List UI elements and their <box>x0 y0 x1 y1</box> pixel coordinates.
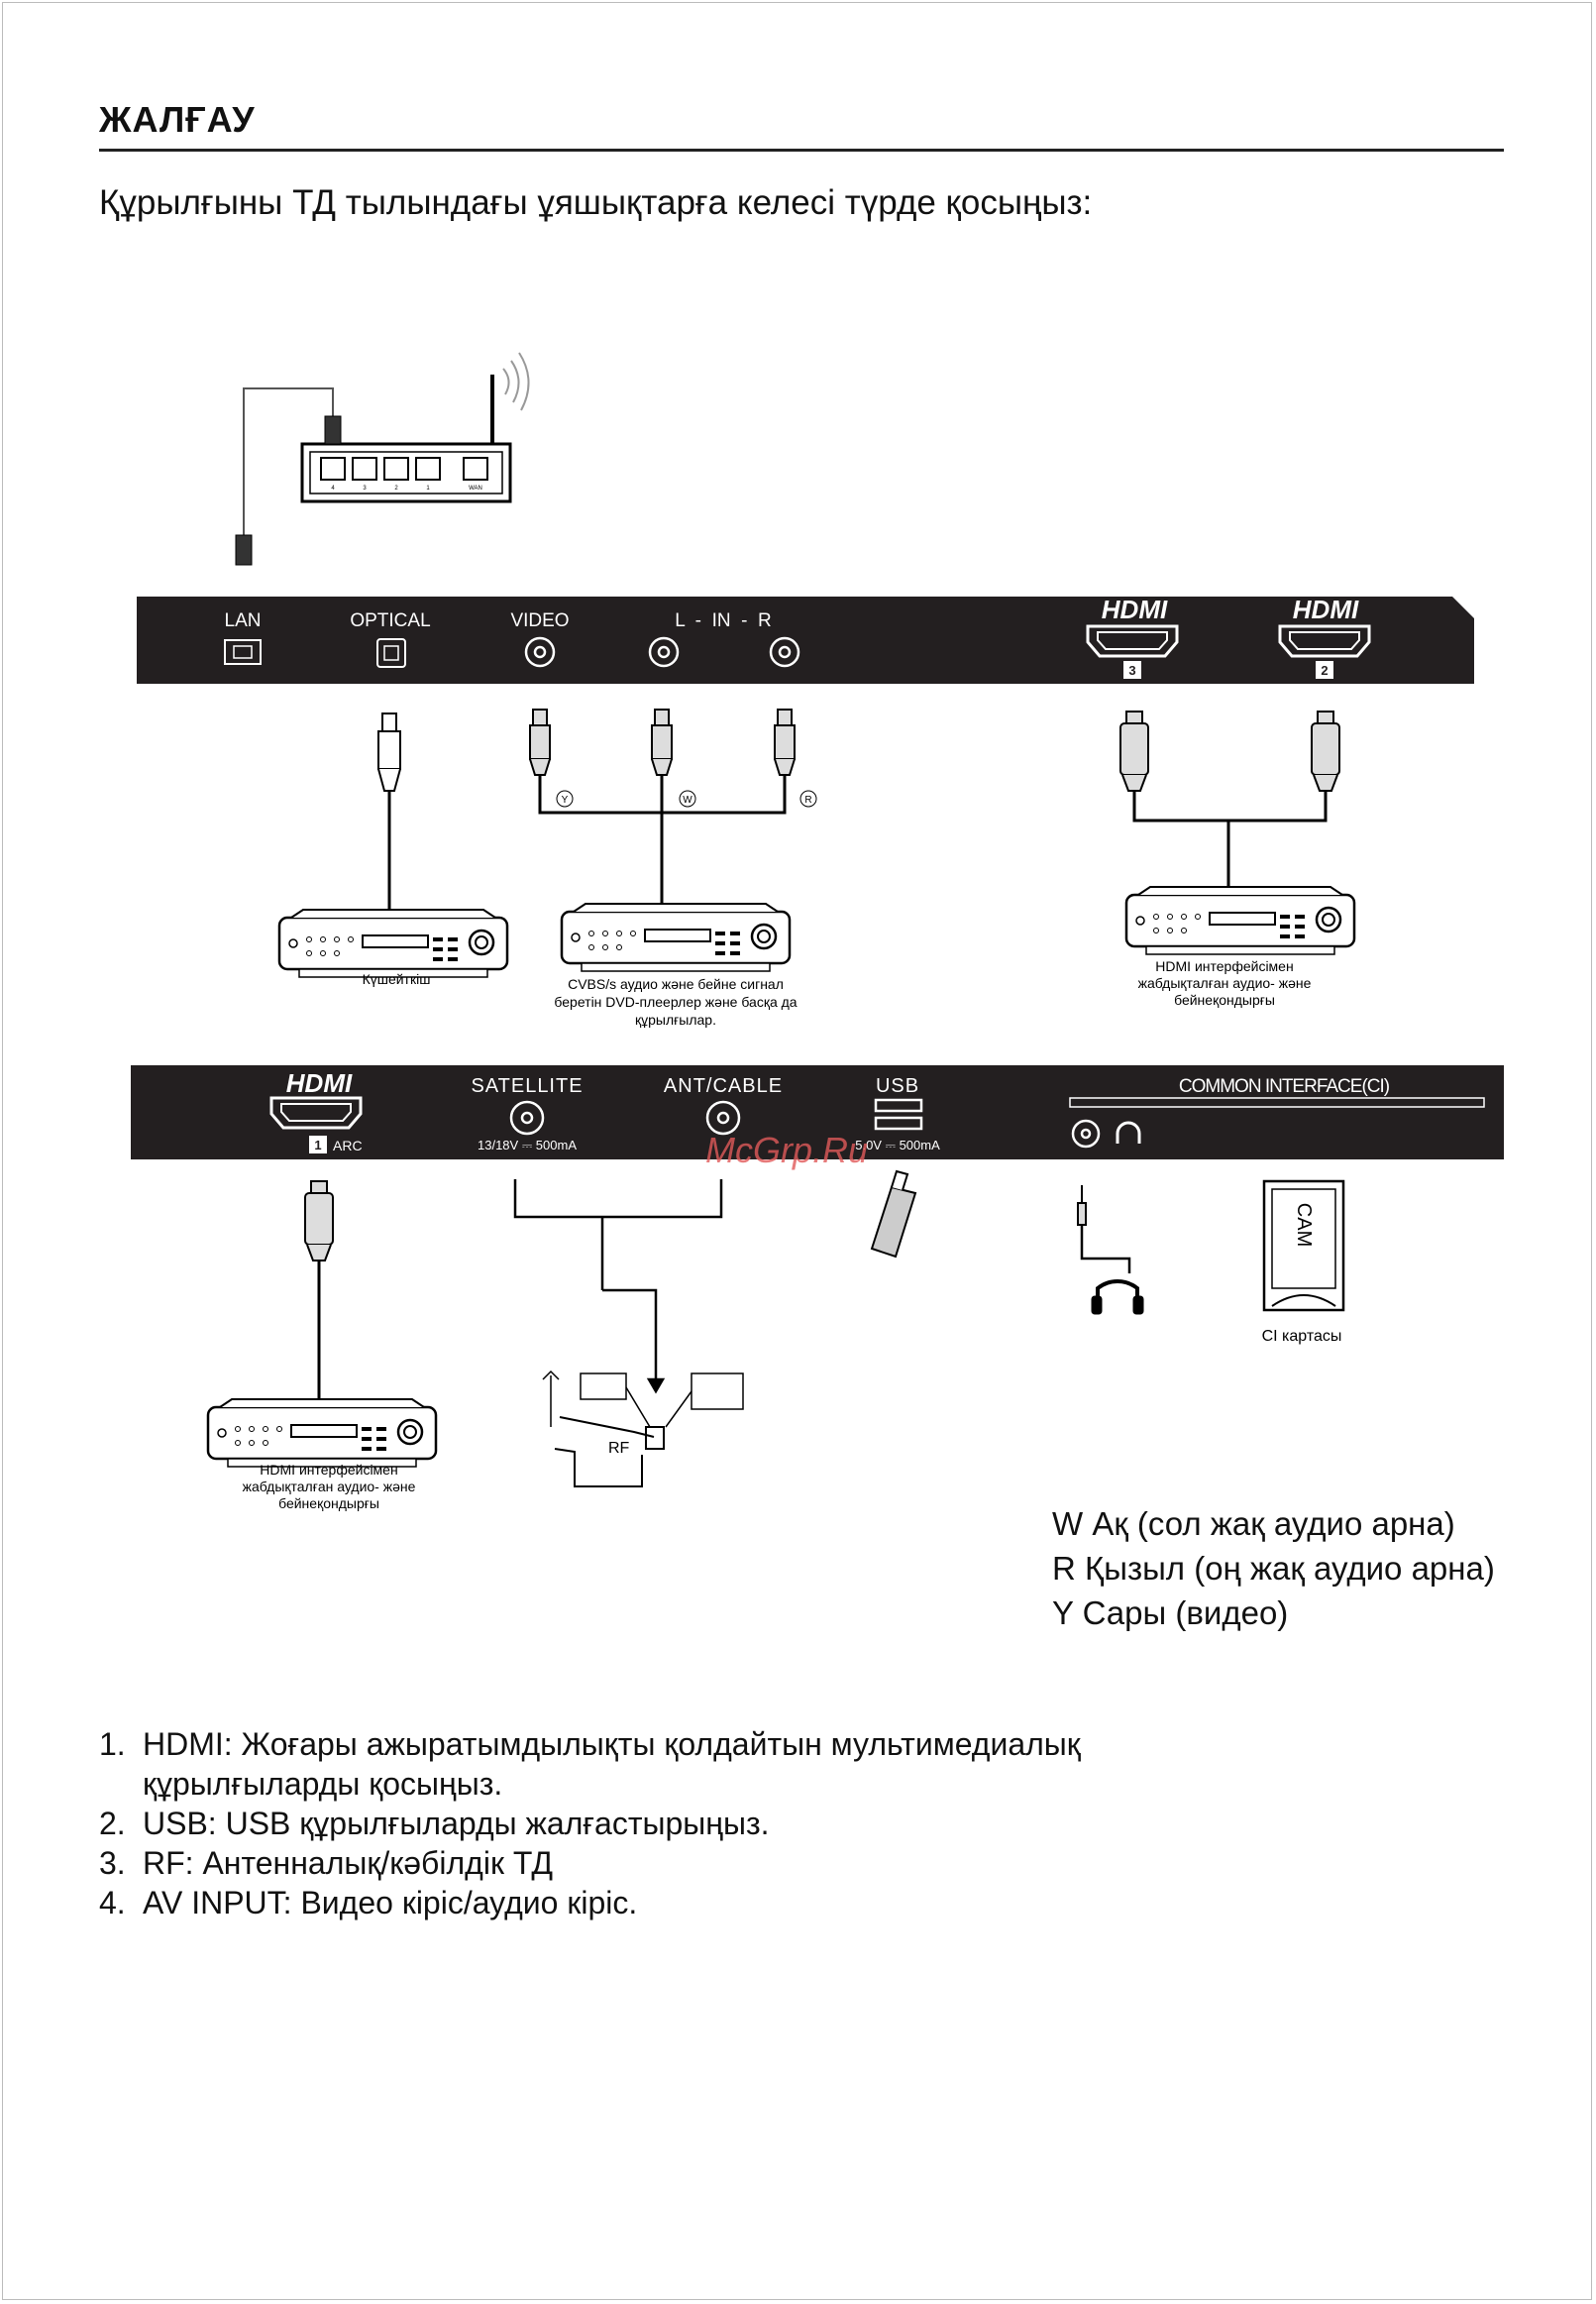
rf-label: RF <box>608 1440 630 1457</box>
hdmi-av-bottom-line1: HDMI интерфейсімен <box>260 1462 397 1478</box>
satellite-label: SATELLITE <box>471 1075 583 1097</box>
hdmi1-cable <box>304 1180 334 1399</box>
list-item: 3. RF: Антенналық/кәбілдік ТД <box>99 1843 1081 1883</box>
router-icon: 4 3 2 1 WAN <box>300 352 530 503</box>
router-port-label: 4 <box>331 486 335 492</box>
ci-card-label: CI картасы <box>1262 1328 1342 1345</box>
usb-stick-icon <box>870 1169 917 1259</box>
ci-label: COMMON INTERFACE(CI) <box>1179 1076 1390 1097</box>
hdmi3-number: 3 <box>1128 663 1135 678</box>
hdmi1-number: 1 <box>314 1138 321 1152</box>
intro-text: Құрылғыны ТД тылындағы ұяшықтарға келесі… <box>99 183 1093 222</box>
list-text: AV INPUT: Видео кіріс/аудио кіріс. <box>143 1885 638 1920</box>
headphones-icon <box>1077 1185 1144 1315</box>
list-text: RF: Антенналық/кәбілдік ТД <box>143 1845 553 1881</box>
audio-l-port-icon <box>648 636 680 668</box>
hdmi-av-bottom-line2: жабдықталған аудио- және <box>243 1479 416 1494</box>
amplifier-label: Күшейткіш <box>363 971 431 987</box>
amplifier-icon <box>277 908 509 979</box>
hdmi1-logo: HDMI <box>286 1068 353 1098</box>
hdmi-av-label-line1: HDMI интерфейсімен <box>1155 958 1293 974</box>
hdmi3-number-box <box>1123 661 1141 679</box>
hdmi2-number-box <box>1316 661 1333 679</box>
list-item: 4. AV INPUT: Видео кіріс/аудио кіріс. <box>99 1883 1081 1922</box>
title-rule <box>99 149 1504 152</box>
optical-cable <box>377 713 401 910</box>
list-number: 3. <box>99 1845 126 1881</box>
hdmi-av-label-line3: бейнеқондырғы <box>1174 992 1275 1008</box>
list-text: USB: USB құрылғыларды жалғастырыңыз. <box>143 1806 770 1841</box>
router-port-label: 3 <box>363 486 367 492</box>
port-description-list: 1. HDMI: Жоғары ажыратымдылықты қолдайты… <box>99 1724 1081 1922</box>
ant-cable-label: ANT/CABLE <box>664 1075 783 1097</box>
audio-r-port-icon <box>769 636 800 668</box>
antenna-wiring <box>513 1179 744 1487</box>
dvd-label-line3: құрылғылар. <box>635 1012 716 1028</box>
legend-item-white: W Ақ (сол жақ аудио арна) <box>1052 1505 1455 1542</box>
page-title: ЖАЛҒАУ <box>99 99 256 140</box>
list-item-continuation: құрылғыларды қосыңыз. <box>143 1766 503 1802</box>
headphone-port-icon <box>1116 1121 1141 1144</box>
list-item: 1. HDMI: Жоғары ажыратымдылықты қолдайты… <box>99 1724 1081 1764</box>
list-number: 4. <box>99 1885 126 1920</box>
hdmi-av-bottom-line3: бейнеқондырғы <box>278 1495 379 1511</box>
optical-label: OPTICAL <box>350 610 430 631</box>
hdmi-av-label-line2: жабдықталған аудио- және <box>1138 975 1312 991</box>
optical-port-icon <box>376 638 406 668</box>
color-legend: W Ақ (сол жақ аудио арна) R Қызыл (оң жа… <box>1052 1501 1495 1635</box>
list-item: 2. USB: USB құрылғыларды жалғастырыңыз. <box>99 1804 1081 1843</box>
hdmi3-logo: HDMI <box>1102 595 1168 624</box>
list-number: 1. <box>99 1726 126 1762</box>
hdmi-av-receiver-bottom-icon <box>206 1397 438 1469</box>
ci-slot-icon <box>1069 1097 1485 1108</box>
lan-port-icon <box>224 639 262 665</box>
usb-port-icon <box>874 1098 923 1131</box>
router-port-label: WAN <box>469 486 482 492</box>
rca-letter-w: W <box>683 795 692 806</box>
lan-cable <box>235 387 342 566</box>
rca-letter-y: Y <box>562 795 569 806</box>
video-label: VIDEO <box>510 610 569 631</box>
cam-label: CAM <box>1293 1203 1315 1247</box>
video-port-icon <box>524 636 556 668</box>
watermark: McGrp.Ru <box>705 1130 869 1170</box>
lan-label: LAN <box>225 610 262 631</box>
hdmi2-logo: HDMI <box>1293 595 1359 624</box>
rear-panel-bottom: HDMI 1 ARC SATELLITE ANT/CABLE USB COMMO… <box>131 1065 1504 1159</box>
headphone-jack-icon <box>1071 1119 1101 1149</box>
hdmi2-number: 2 <box>1321 663 1328 678</box>
arc-label: ARC <box>333 1138 363 1153</box>
usb-label: USB <box>876 1075 919 1097</box>
satellite-port-icon <box>509 1100 545 1136</box>
rca-cables: Y W R <box>529 709 817 904</box>
list-number: 2. <box>99 1806 126 1841</box>
router-port-label: 1 <box>426 486 430 492</box>
hdmi1-number-box <box>309 1136 327 1153</box>
usb-spec: 5.0V ⎓ 500mA <box>855 1138 940 1152</box>
router-port-label: 2 <box>394 486 398 492</box>
cam-card-icon <box>1262 1179 1345 1312</box>
rca-letter-r: R <box>804 795 811 806</box>
legend-item-red: R Қызыл (оң жақ аудио арна) <box>1052 1550 1495 1587</box>
hdmi-cables-top <box>1119 711 1340 887</box>
ant-cable-port-icon <box>705 1100 741 1136</box>
dvd-label-line1: CVBS/s аудио және бейне сигнал <box>568 976 784 992</box>
hdmi-av-receiver-icon <box>1124 885 1356 956</box>
dvd-label-line2: беретін DVD-плеерлер және басқа да <box>554 994 797 1010</box>
audio-lr-label: L - IN - R <box>675 610 771 631</box>
dvd-player-icon <box>560 902 792 973</box>
rear-panel-top: LAN OPTICAL VIDEO L - IN - R HDMI HDMI <box>137 595 1474 684</box>
satellite-spec: 13/18V ⎓ 500mA <box>478 1138 577 1152</box>
legend-item-yellow: Y Сары (видео) <box>1052 1594 1289 1631</box>
list-text: HDMI: Жоғары ажыратымдылықты қолдайтын м… <box>143 1726 1081 1762</box>
